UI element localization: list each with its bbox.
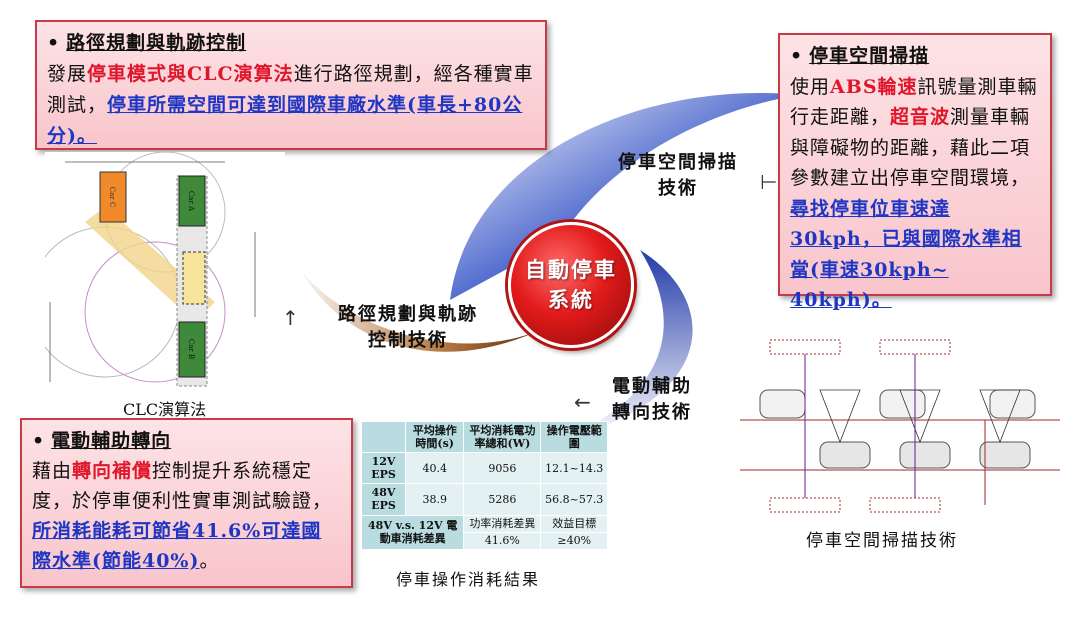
scanning-car (979, 441, 1031, 469)
results-table: 平均操作時間(s) 平均消耗電功率總和(W) 操作電壓範圍 12V EPS 40… (360, 420, 608, 551)
label-line: 電動輔助 (612, 376, 692, 397)
bullet: • (32, 430, 46, 452)
table-cell: 56.8~57.3 (540, 483, 608, 516)
car-c (99, 171, 127, 223)
callout-text: 使用 (790, 75, 831, 98)
clc-algorithm-diagram: Car C Car A Car B (45, 152, 285, 392)
callout-text: 發展 (47, 63, 88, 85)
table-cell: 5286 (463, 483, 542, 516)
table-cell: 功率消耗差異 (463, 514, 542, 533)
table-cell: ≥40% (540, 531, 608, 551)
callout-title: 停車空間掃描 (809, 45, 930, 67)
scan-note-box (879, 339, 951, 355)
space-scanning-diagram (740, 330, 1060, 520)
callout-highlight-red: 轉向補償 (72, 460, 153, 482)
table-header: 平均操作時間(s) (405, 420, 465, 454)
scanning-car (899, 441, 951, 469)
table-cell: 9056 (463, 452, 542, 485)
scan-note-box (769, 339, 841, 355)
callout-text: 控制提升系統穩定度，於停車便利性實車測試驗證， (32, 460, 333, 512)
label-line: 控制技術 (368, 330, 448, 351)
trajectory-circle (84, 241, 226, 383)
car-b-label: Car B (187, 339, 195, 359)
label-line: 轉向技術 (612, 402, 692, 423)
table-row-head: 12V EPS (360, 452, 407, 485)
table-row: 41.6% ≥40% (362, 531, 608, 551)
table-caption: 停車操作消耗結果 (396, 570, 541, 589)
bullet: • (47, 32, 61, 54)
callout-highlight-blue: 所消耗能耗可節省41.6%可達國際水準(節能40%) (32, 520, 322, 572)
parked-car (879, 389, 926, 419)
center-line: 系統 (548, 288, 594, 312)
callout-highlight-red: 停車模式與CLC演算法 (87, 63, 294, 85)
car-b (178, 321, 206, 378)
sensor-beam (899, 389, 941, 444)
table-cell: 41.6% (463, 531, 542, 551)
callout-highlight-red: 超音波 (890, 106, 951, 128)
table-row: 12V EPS 40.4 9056 12.1~14.3 (360, 452, 608, 485)
callout-highlight-blue: 停車所需空間可達到國際車廠水準(車長+80公分)。 (47, 94, 523, 147)
callout-highlight-blue: 尋找停車位車速達30kph，已與國際水準相當(車速30kph~ 40kph)。 (790, 197, 1022, 312)
table-header: 操作電壓範圍 (540, 420, 608, 454)
scanning-car (819, 441, 871, 469)
table-row: 48V EPS 38.9 5286 56.8~57.3 (360, 483, 608, 516)
sensor-beam (979, 389, 1021, 444)
swirl-lower-blue (560, 250, 693, 440)
label-eps-tech: 電動輔助 轉向技術 (596, 374, 708, 426)
table-header-row: 平均操作時間(s) 平均消耗電功率總和(W) 操作電壓範圍 (360, 420, 608, 454)
bracket-up-icon: ↑ (282, 306, 299, 330)
bracket-left-icon: ← (574, 390, 591, 414)
callout-electric-steering: •電動輔助轉向 藉由轉向補償控制提升系統穩定度，於停車便利性實車測試驗證， 所消耗… (20, 418, 353, 588)
callout-text: 進行路徑規劃，經各種實車測試， (47, 63, 534, 116)
callout-text: 。 (199, 550, 220, 572)
callout-text: 藉由 (32, 460, 73, 482)
table-row: 48V v.s. 12V 電動車消耗差異 功率消耗差異 效益目標 (360, 514, 608, 551)
center-system-circle: 自動停車 系統 (508, 222, 634, 348)
table-header (360, 420, 407, 454)
scan-note-box (769, 497, 841, 513)
table-cell: 12.1~14.3 (540, 452, 608, 485)
sensor-beam (819, 389, 861, 444)
car-moving (182, 251, 206, 305)
label-line: 路徑規劃與軌跡 (338, 304, 478, 325)
table-row-head: 48V EPS (360, 483, 407, 516)
scan-note-box (869, 497, 941, 513)
scan-caption: 停車空間掃描技術 (806, 531, 958, 551)
label-line: 停車空間掃描 (618, 152, 738, 173)
callout-text: 測量車輛與障礙物的距離，藉此二項參數建立出停車空間環境， (790, 106, 1031, 189)
table-cell: 40.4 (405, 452, 465, 485)
callout-highlight-red: ABS輪速 (830, 75, 918, 98)
parked-car (989, 389, 1036, 419)
label-line: 技術 (658, 178, 698, 199)
table-header: 平均消耗電功率總和(W) (463, 420, 542, 454)
label-scan-tech: 停車空間掃描 技術 (588, 150, 768, 202)
callout-path-planning: •路徑規劃與軌跡控制 發展停車模式與CLC演算法進行路徑規劃，經各種實車測試，停… (35, 20, 547, 150)
car-c-label: Car C (108, 187, 116, 207)
center-line: 自動停車 (525, 258, 617, 282)
parked-car (759, 389, 806, 419)
bullet: • (790, 45, 804, 67)
clc-caption: CLC演算法 (123, 400, 207, 419)
car-a-label: Car A (187, 191, 195, 212)
table-cell: 38.9 (405, 483, 465, 516)
car-a (178, 175, 206, 227)
bracket-right-icon: ⊢ (760, 170, 778, 194)
callout-text: 訊號量測車輛行走距離， (790, 75, 1038, 129)
callout-space-scanning: •停車空間掃描 使用ABS輪速訊號量測車輛行走距離，超音波測量車輛與障礙物的距離… (778, 33, 1052, 311)
label-path-tech: 路徑規劃與軌跡 控制技術 (310, 302, 506, 354)
table-cell: 效益目標 (540, 514, 608, 533)
table-compare-head: 48V v.s. 12V 電動車消耗差異 (360, 514, 465, 551)
callout-title: 路徑規劃與軌跡控制 (66, 32, 247, 54)
callout-title: 電動輔助轉向 (51, 430, 172, 452)
